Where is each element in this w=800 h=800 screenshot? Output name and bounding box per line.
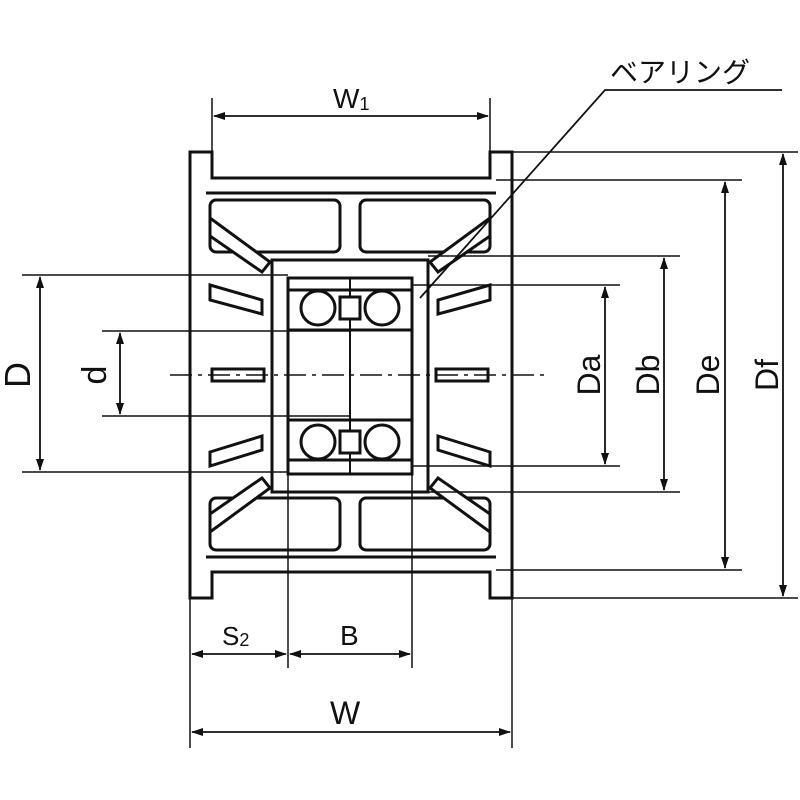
bearings: [288, 278, 412, 474]
ball-top-left: [299, 289, 337, 327]
ball-bottom-left: [299, 423, 337, 461]
dimension-lines: [36, 112, 787, 736]
label-w1: W1: [333, 83, 369, 114]
label-da: Da: [571, 354, 607, 395]
callout-label: ベアリング: [610, 56, 750, 89]
rib-top-left: [208, 215, 273, 275]
label-d-outer: D: [0, 362, 38, 388]
rib-top-right: [427, 215, 492, 275]
label-db: Db: [630, 355, 666, 396]
hub-spokes: [208, 198, 492, 552]
callout-leader: [419, 89, 782, 299]
label-b: B: [340, 620, 359, 651]
ball-top-right: [363, 289, 401, 327]
rib-mid-right-upper: [436, 283, 492, 316]
rib-mid-left-lower: [208, 433, 264, 469]
bearing-callout: ベアリング: [419, 56, 782, 299]
dimension-labels: W1 D d Da Db De Df S2 B W: [0, 83, 785, 731]
retainer-bottom: [338, 429, 362, 455]
rib-mid-right-lower: [436, 433, 492, 469]
rib-mid-left-upper: [208, 283, 264, 316]
label-de: De: [690, 355, 726, 396]
extension-lines: [22, 98, 798, 748]
label-w: W: [330, 695, 361, 731]
label-df: Df: [749, 359, 785, 391]
rib-bottom-left: [208, 475, 273, 535]
label-d-inner: d: [76, 366, 114, 385]
retainer-top: [338, 295, 362, 321]
label-s2: S2: [222, 621, 249, 651]
ball-bottom-right: [363, 423, 401, 461]
